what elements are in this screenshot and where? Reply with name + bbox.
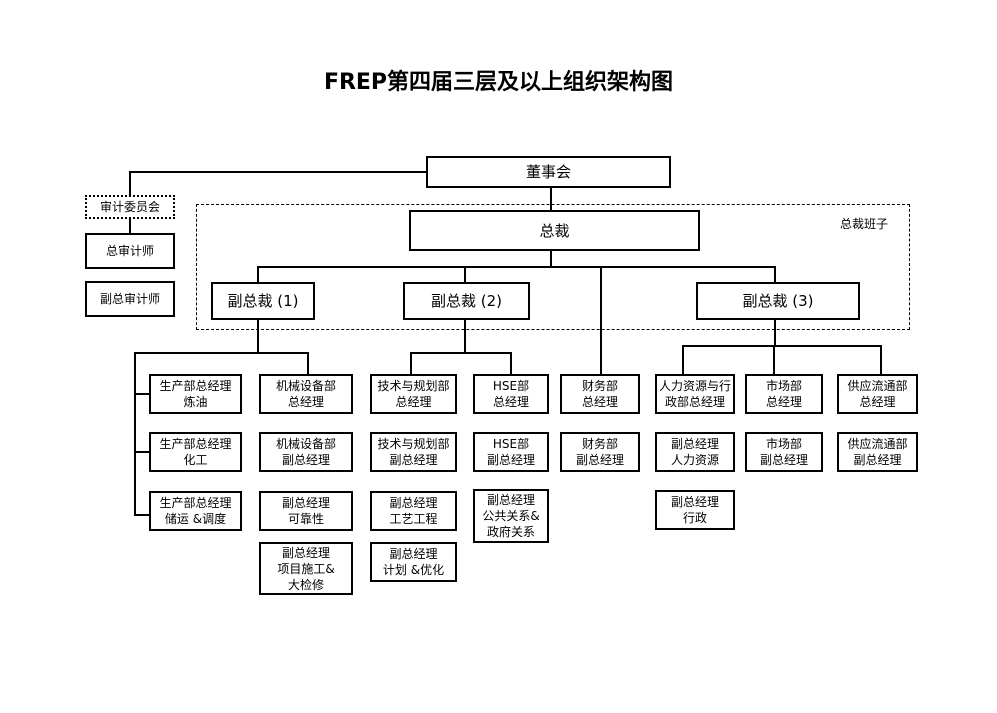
executive-team-group [196,204,910,330]
box-line: 生产部总经理 [159,496,232,510]
box-line: 副总经理 [389,547,438,561]
box-line: 总经理 [395,395,432,409]
board-label: 董事会 [525,163,571,181]
vp-2-box[interactable]: 副总裁 (2) [403,282,530,320]
box-line: 炼油 [183,395,208,409]
box-line: 总经理 [287,395,324,409]
box-line: 财务部 [581,437,618,451]
box-line: 副总经理 [281,453,330,467]
supply-deputy-gm-box[interactable]: 供应流通部 副总经理 [837,432,918,472]
admin-deputy-gm-box[interactable]: 副总经理 行政 [655,490,735,530]
vp-3-box[interactable]: 副总裁 (3) [696,282,860,320]
process-engineering-deputy-gm-box[interactable]: 副总经理 工艺工程 [370,491,457,531]
box-line: 副总经理 [670,437,719,451]
tech-planning-gm-box[interactable]: 技术与规划部 总经理 [370,374,457,414]
box-line: 人力资源 [670,453,719,467]
box-line: 公共关系& [482,509,540,523]
box-line: 行政 [682,511,707,525]
hr-admin-gm-box[interactable]: 人力资源与行 政部总经理 [655,374,735,414]
box-line: 总经理 [765,395,802,409]
box-line: 总经理 [492,395,529,409]
box-line: 副总经理 [853,453,902,467]
vp-2-label: 副总裁 (2) [430,292,503,310]
box-line: 储运 &调度 [164,512,227,526]
box-line: 计划 &优化 [382,563,445,577]
box-line: 机械设备部 [275,379,336,393]
chief-auditor-label: 总审计师 [105,244,154,258]
vp-1-box[interactable]: 副总裁 (1) [211,282,315,320]
board-box[interactable]: 董事会 [426,156,671,188]
box-line: 供应流通部 [847,437,908,451]
vp-1-label: 副总裁 (1) [227,292,299,310]
chart-title: FREP第四届三层及以上组织架构图 [323,70,674,95]
box-line: 大检修 [287,577,324,592]
tech-planning-deputy-gm-box[interactable]: 技术与规划部 副总经理 [370,432,457,472]
public-gov-relations-deputy-gm-box[interactable]: 副总经理 公共关系& 政府关系 [473,489,549,543]
ceo-box[interactable]: 总裁 [409,210,700,251]
box-line: 项目施工& [277,561,335,576]
mechanical-deputy-gm-box[interactable]: 机械设备部 副总经理 [259,432,353,472]
box-line: 可靠性 [287,512,324,526]
deputy-chief-auditor-label: 副总审计师 [99,292,160,306]
supply-gm-box[interactable]: 供应流通部 总经理 [837,374,918,414]
box-line: 副总经理 [389,496,438,510]
marketing-deputy-gm-box[interactable]: 市场部 副总经理 [745,432,823,472]
production-refining-gm-box[interactable]: 生产部总经理 炼油 [149,374,242,414]
mechanical-gm-box[interactable]: 机械设备部 总经理 [259,374,353,414]
marketing-gm-box[interactable]: 市场部 总经理 [745,374,823,414]
box-line: 副总经理 [389,453,438,467]
box-line: 生产部总经理 [159,379,232,393]
box-line: 总经理 [581,395,618,409]
ceo-label: 总裁 [539,221,570,240]
box-line: 财务部 [581,379,618,393]
audit-committee-box[interactable]: 审计委员会 [85,195,175,219]
box-line: 市场部 [765,437,802,451]
box-line: 机械设备部 [275,437,336,451]
hr-deputy-gm-box[interactable]: 副总经理 人力资源 [655,432,735,472]
box-line: 政部总经理 [664,395,725,409]
box-line: 生产部总经理 [159,437,232,451]
box-line: HSE部 [492,437,530,451]
reliability-deputy-gm-box[interactable]: 副总经理 可靠性 [259,491,353,531]
project-overhaul-deputy-gm-box[interactable]: 副总经理 项目施工& 大检修 [259,542,353,595]
box-line: 副总经理 [486,453,535,467]
box-line: 化工 [183,453,208,467]
hse-deputy-gm-box[interactable]: HSE部 副总经理 [473,432,549,472]
box-line: 总经理 [859,395,896,409]
planning-optimization-deputy-gm-box[interactable]: 副总经理 计划 &优化 [370,542,457,582]
executive-team-label: 总裁班子 [840,217,889,231]
box-line: 技术与规划部 [377,437,450,451]
production-chemical-gm-box[interactable]: 生产部总经理 化工 [149,432,242,472]
finance-gm-box[interactable]: 财务部 总经理 [560,374,640,414]
production-storage-dispatch-gm-box[interactable]: 生产部总经理 储运 &调度 [149,491,242,531]
box-line: 副总经理 [486,493,535,507]
box-line: 市场部 [765,379,802,393]
finance-deputy-gm-box[interactable]: 财务部 副总经理 [560,432,640,472]
box-line: 供应流通部 [847,379,908,393]
box-line: HSE部 [492,379,530,393]
box-line: 副总经理 [759,453,808,467]
box-line: 副总经理 [575,453,624,467]
box-line: 工艺工程 [389,512,438,526]
audit-committee-label: 审计委员会 [99,200,160,214]
box-line: 副总经理 [670,495,719,509]
box-line: 技术与规划部 [377,379,450,393]
box-line: 副总经理 [281,545,330,560]
box-line: 人力资源与行 [658,379,731,393]
vp-3-label: 副总裁 (3) [742,292,814,310]
box-line: 副总经理 [281,496,330,510]
chief-auditor-box[interactable]: 总审计师 [85,233,175,269]
hse-gm-box[interactable]: HSE部 总经理 [473,374,549,414]
box-line: 政府关系 [486,525,535,539]
deputy-chief-auditor-box[interactable]: 副总审计师 [85,281,175,317]
